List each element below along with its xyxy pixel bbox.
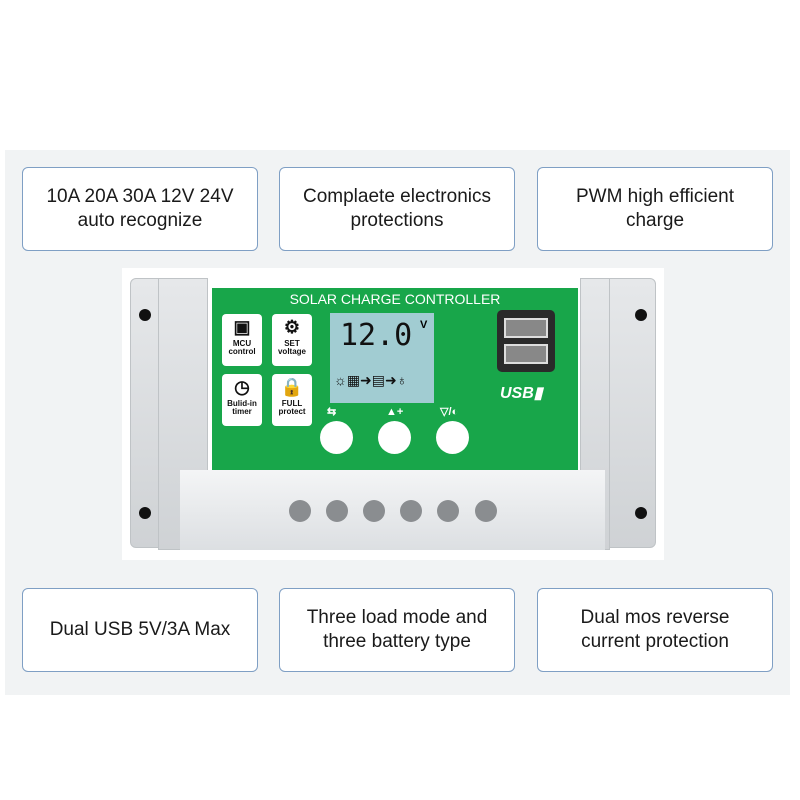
- feature-card-protections: Complaete electronics protections: [279, 167, 515, 251]
- terminal-screw: [363, 500, 385, 522]
- feature-text: Dual USB 5V/3A Max: [49, 619, 231, 640]
- lcd-display: 12.0 V ☼▦➜▤➜♁: [330, 313, 434, 403]
- voltage-reading: 12.0: [340, 318, 413, 353]
- down-load-button[interactable]: [436, 421, 469, 454]
- feature-card-reverse-protection: Dual mos reverse current protection: [537, 588, 773, 672]
- terminal-screw: [475, 500, 497, 522]
- usb-label: USB▮: [500, 385, 543, 402]
- mount-hole: [635, 309, 647, 321]
- terminal-screw: [289, 500, 311, 522]
- terminal-screw: [326, 500, 348, 522]
- terminal-section: [180, 470, 605, 550]
- mount-hole: [635, 507, 647, 519]
- feature-text: charge: [625, 210, 685, 231]
- badge-text: MCU: [232, 339, 252, 348]
- usb-port[interactable]: [504, 344, 548, 364]
- terminal-screw: [400, 500, 422, 522]
- feature-card-auto-recognize: 10A 20A 30A 12V 24V auto recognize: [22, 167, 258, 251]
- terminal-screw: [437, 500, 459, 522]
- feature-text: current protection: [581, 631, 729, 652]
- device-title: SOLAR CHARGE CONTROLLER: [289, 291, 501, 307]
- right-flange: [604, 278, 656, 548]
- feature-card-pwm: PWM high efficient charge: [537, 167, 773, 251]
- clock-icon: ◷: [234, 377, 250, 397]
- chip-icon: ▣: [233, 317, 251, 337]
- feature-text: Three load mode and: [306, 607, 488, 628]
- feature-card-dual-usb: Dual USB 5V/3A Max: [22, 588, 258, 672]
- badge-text: voltage: [277, 347, 306, 356]
- feature-text: Dual mos reverse: [580, 607, 730, 628]
- feature-card-load-mode: Three load mode and three battery type: [279, 588, 515, 672]
- badge-text: FULL: [281, 399, 303, 408]
- feature-text: three battery type: [323, 631, 471, 652]
- badge-text: protect: [278, 407, 306, 416]
- solar-battery-load-flow-icon: ☼▦➜▤➜♁: [334, 372, 408, 388]
- mount-hole: [139, 309, 151, 321]
- usb-ports: [497, 310, 555, 372]
- up-button-label: ▲+: [386, 406, 404, 418]
- mount-hole: [139, 507, 151, 519]
- feature-text: protections: [350, 210, 444, 231]
- feature-text: PWM high efficient: [575, 186, 735, 207]
- up-button[interactable]: [378, 421, 411, 454]
- badge-text: SET: [284, 339, 300, 348]
- feature-text: Complaete electronics: [303, 186, 491, 207]
- voltage-unit: V: [420, 319, 428, 331]
- down-load-button-label: ▽/◐: [440, 406, 459, 418]
- badge-text: Bulid-in: [227, 399, 257, 408]
- menu-button-label: ⇆: [327, 406, 337, 418]
- usb-port[interactable]: [504, 318, 548, 338]
- menu-button[interactable]: [320, 421, 353, 454]
- lock-icon: 🔒: [280, 377, 304, 397]
- feature-text: 10A 20A 30A 12V 24V: [46, 186, 234, 207]
- badge-text: timer: [232, 407, 252, 416]
- feature-text: auto recognize: [77, 210, 203, 231]
- gear-icon: ⚙: [283, 317, 301, 337]
- badge-text: control: [228, 347, 256, 356]
